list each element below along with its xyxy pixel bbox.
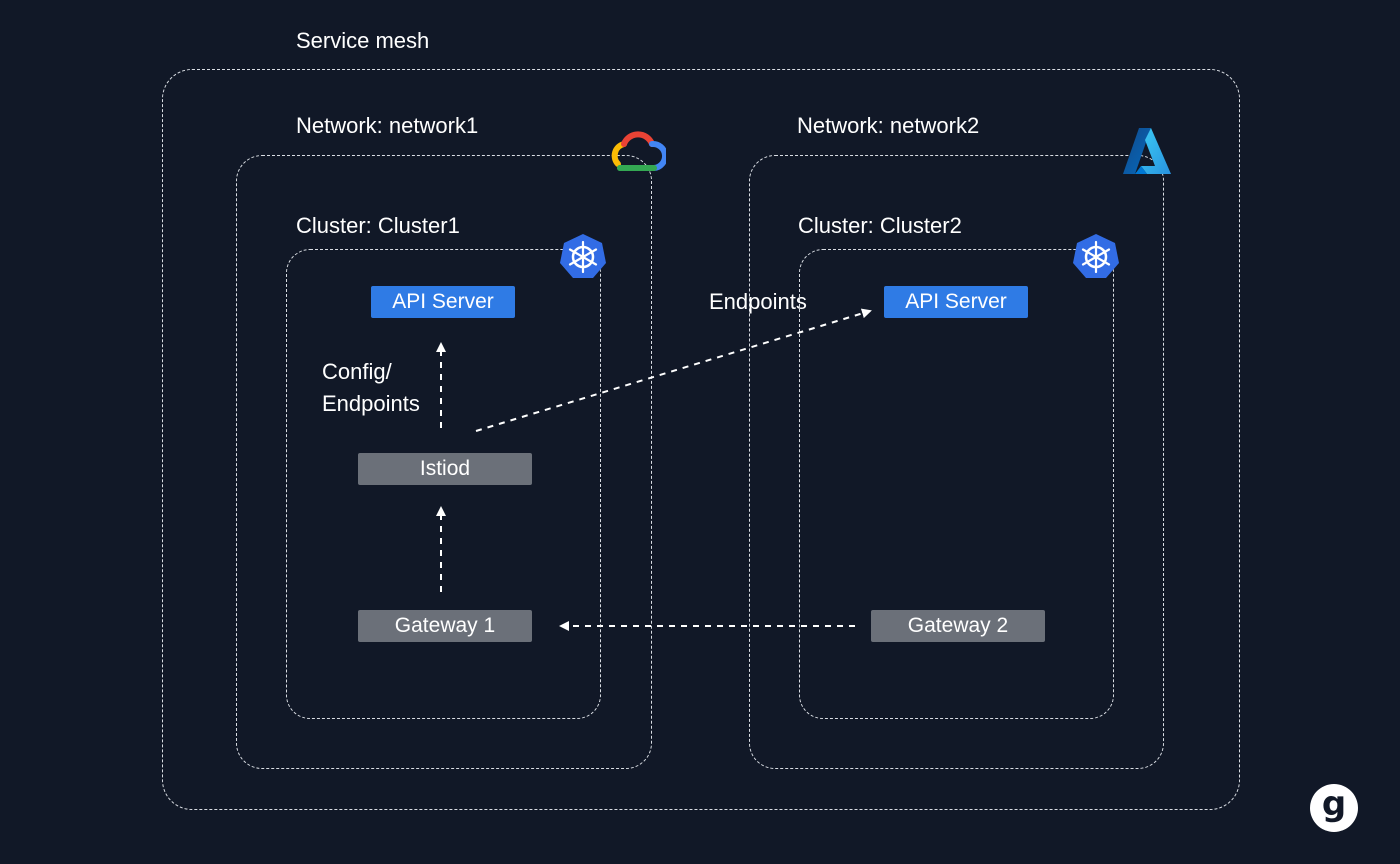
api-server-cluster1: API Server (371, 286, 515, 318)
logo-letter: g (1321, 784, 1347, 824)
logo-icon: g (1310, 784, 1358, 832)
cluster1-boundary (286, 249, 601, 719)
cluster1-label: Cluster: Cluster1 (296, 213, 460, 238)
network2-label: Network: network2 (797, 113, 980, 138)
arrow-istiod-to-api2 (475, 308, 872, 432)
service-mesh-label: Service mesh (296, 28, 430, 53)
cluster2-boundary (799, 249, 1114, 719)
network1-boundary (236, 155, 652, 769)
kubernetes-icon (560, 234, 606, 278)
gateway-1-node: Gateway 1 (358, 610, 532, 642)
config-label-line1: Config/ (322, 359, 392, 384)
config-label-line2: Endpoints (322, 391, 420, 416)
cluster2-label: Cluster: Cluster2 (798, 213, 962, 238)
api-server-cluster2: API Server (884, 286, 1028, 318)
gateway-2-node: Gateway 2 (871, 610, 1045, 642)
network1-label: Network: network1 (296, 113, 479, 138)
network2-boundary (749, 155, 1164, 769)
azure-icon (1123, 128, 1171, 174)
istiod-node: Istiod (358, 453, 532, 485)
config-endpoints-label: Config/ Endpoints (322, 356, 420, 420)
google-cloud-icon (611, 131, 666, 171)
service-mesh-boundary (162, 69, 1240, 810)
kubernetes-icon (1073, 234, 1119, 278)
endpoints-label: Endpoints (709, 289, 807, 314)
